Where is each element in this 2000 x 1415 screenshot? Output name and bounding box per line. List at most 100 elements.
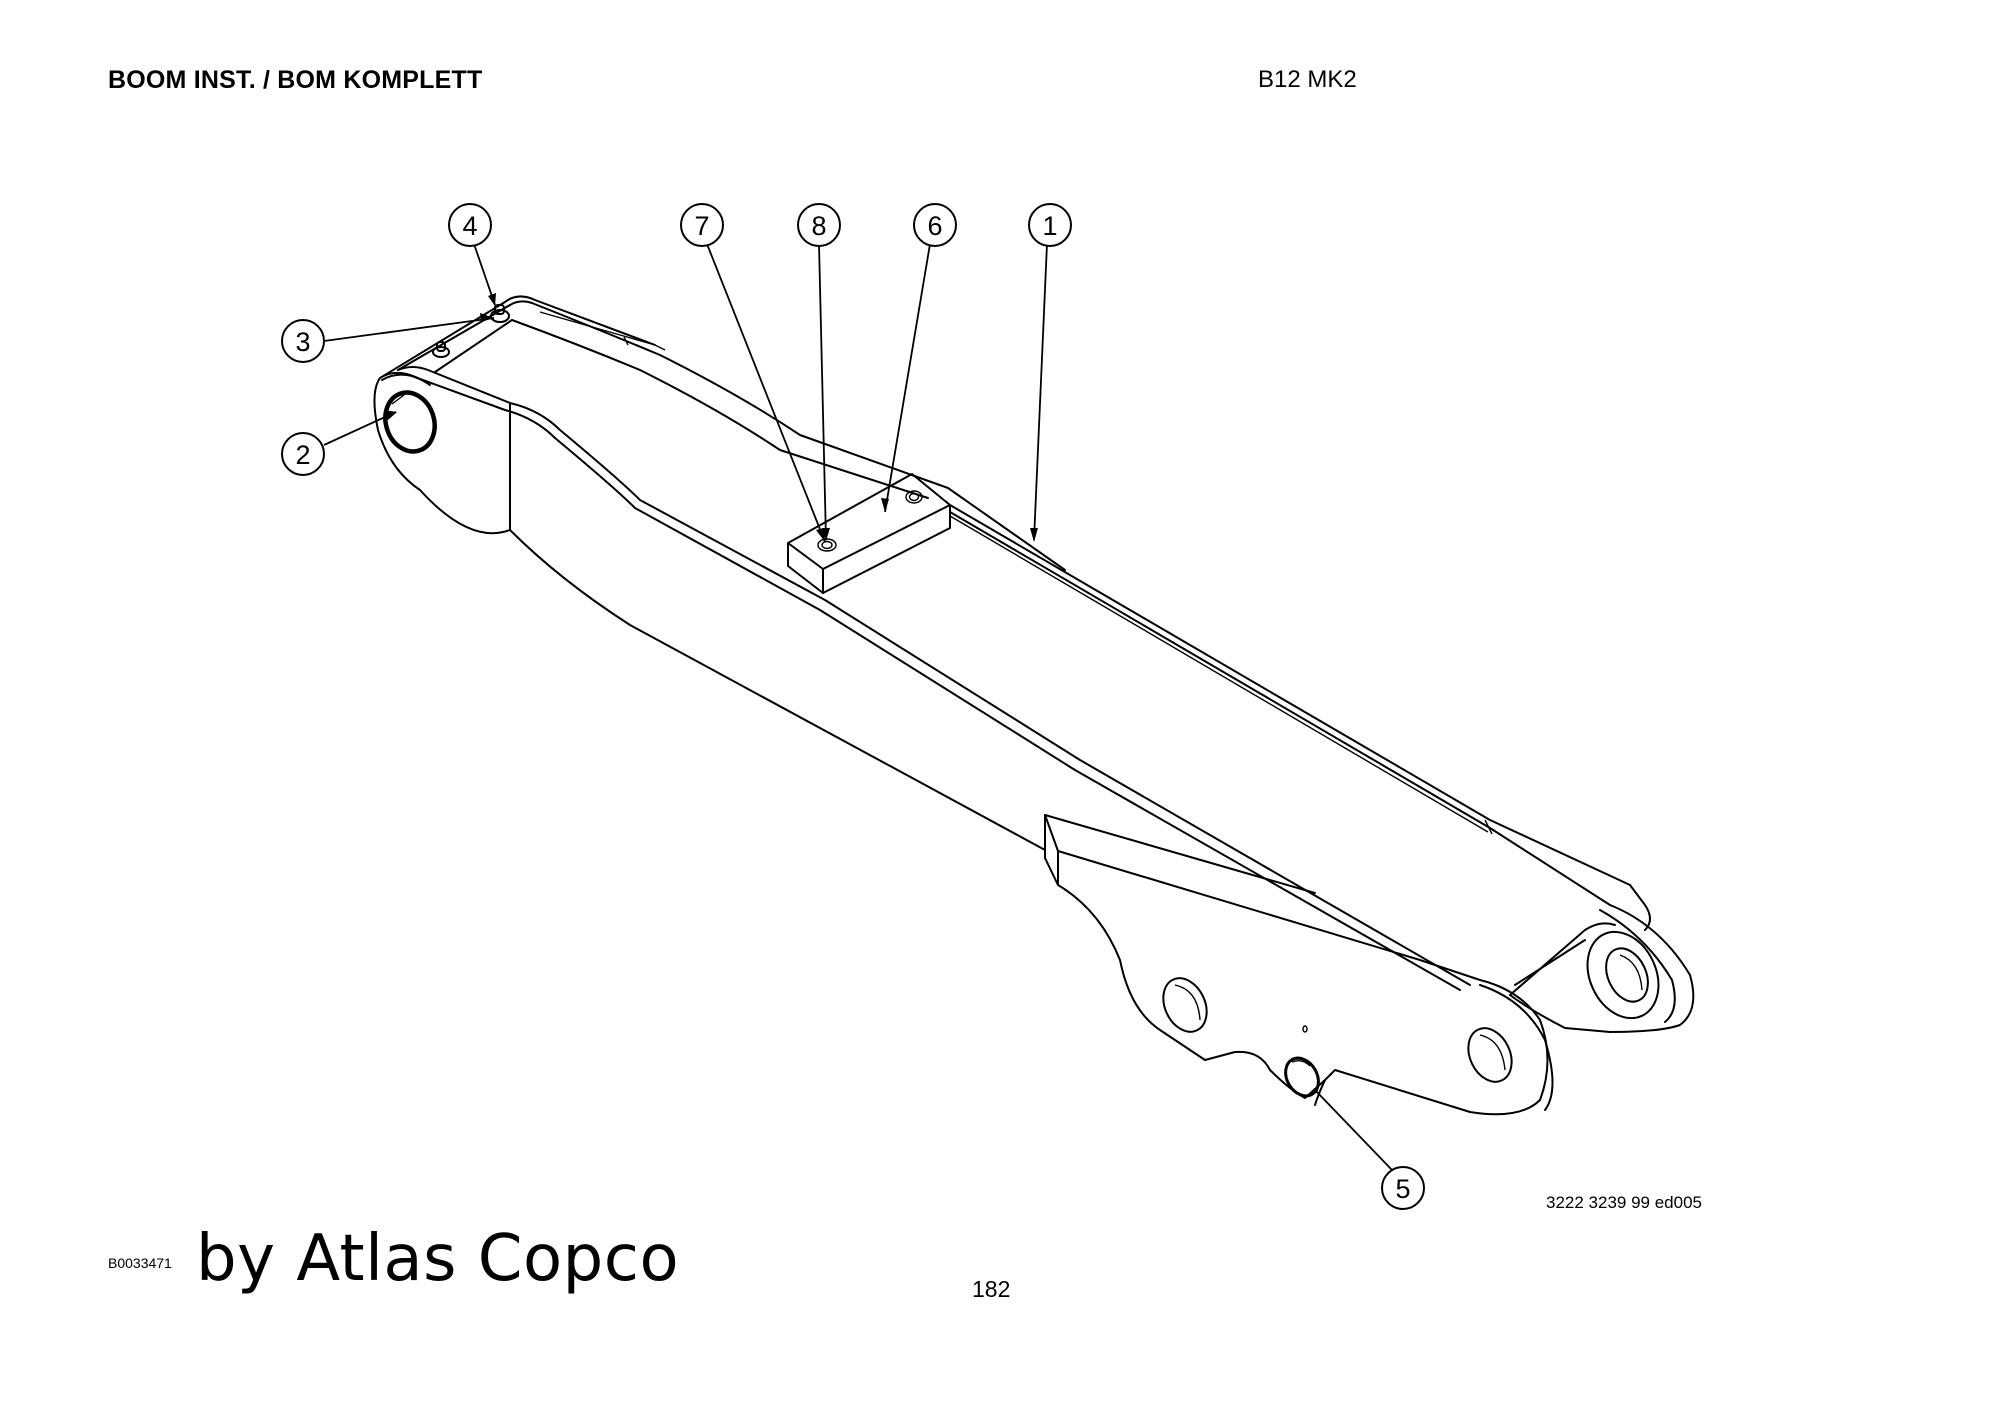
boom-body — [373, 295, 1631, 991]
rear-top-plate-edge — [434, 319, 513, 373]
front-eye-hole-inner — [1619, 954, 1643, 991]
bracket-hole-right-inner — [1479, 1034, 1506, 1071]
callout-7-circle — [680, 203, 724, 247]
bracket-plate-thickness — [1479, 984, 1554, 1111]
rear-end-face-edge — [397, 366, 511, 404]
callout-5[interactable]: 5 — [1381, 1166, 1425, 1210]
front-eye-outer — [1509, 904, 1695, 1033]
block-hole-left-inner — [821, 540, 833, 550]
bracket-wedge — [1044, 814, 1059, 886]
front-top-rail-end — [1629, 884, 1651, 931]
callout-1-label: 1 — [1042, 211, 1057, 241]
bracket-hole-left — [1162, 977, 1208, 1033]
brand-watermark: by Atlas Copco — [196, 1222, 680, 1296]
grease-nipples — [432, 304, 510, 358]
grease-nipple-1-base — [490, 309, 510, 323]
document-code: 3222 3239 99 ed005 — [1546, 1193, 1702, 1212]
lower-bushing-inner — [1291, 1059, 1311, 1067]
callout-3-label: 3 — [295, 327, 310, 357]
callout-7-label: 7 — [694, 211, 709, 241]
callout-6-label: 6 — [927, 211, 942, 241]
callout-1-circle — [1028, 203, 1072, 247]
grease-nipple-1-stem — [494, 304, 505, 315]
grease-nipple-2-base — [432, 346, 450, 358]
stop-block-front — [787, 542, 824, 594]
callout-6[interactable]: 6 — [913, 203, 957, 247]
front-eye-hole — [1605, 947, 1649, 1003]
top-rail-inner — [511, 319, 929, 499]
top-rail-tick — [623, 336, 629, 346]
long-top-rail-inner — [949, 511, 1491, 829]
leader-8 — [818, 243, 827, 541]
arrow-6 — [881, 498, 889, 512]
rear-end-face-edge-2 — [381, 373, 506, 411]
callout-4-label: 4 — [462, 211, 477, 241]
bracket-wedge-top — [1044, 814, 1316, 894]
block-hole-left — [817, 538, 837, 552]
block-hole-right — [905, 490, 923, 504]
bracket-hole-left-inner — [1174, 984, 1201, 1021]
front-eye-mid — [1599, 909, 1676, 1023]
arrow-7 — [816, 528, 825, 542]
front-eye-boss — [1586, 930, 1660, 1020]
callout-6-circle — [913, 203, 957, 247]
arrow-4 — [488, 293, 496, 306]
arrow-1 — [1030, 528, 1038, 542]
callout-3-circle — [281, 319, 325, 363]
leader-6 — [884, 243, 931, 513]
arrow-2 — [384, 410, 397, 420]
bracket-wedge-bottom — [1057, 850, 1421, 961]
page-number: 182 — [972, 1276, 1011, 1302]
callout-4-circle — [448, 203, 492, 247]
lower-bushing-ring — [1284, 1056, 1320, 1098]
long-top-rail-inner-2 — [949, 515, 1489, 833]
leader-lines — [323, 243, 1393, 1171]
top-rail-outer — [531, 302, 1066, 571]
model-label: B12 MK2 — [1258, 66, 1357, 93]
top-rail-seam — [539, 311, 666, 351]
block-hole-right-inner — [908, 492, 920, 502]
stop-block-top — [787, 473, 951, 570]
image-id: B0033471 — [108, 1255, 172, 1271]
leader-5 — [1314, 1089, 1393, 1171]
long-top-rail-outer — [949, 504, 1631, 886]
stop-block-side — [822, 504, 951, 594]
front-eye-rib-2 — [1514, 939, 1586, 986]
front-eye — [1509, 884, 1695, 1033]
lower-bracket — [1044, 814, 1554, 1116]
callout-1[interactable]: 1 — [1028, 203, 1072, 247]
bracket-plate-outline — [1057, 884, 1549, 1116]
callout-2[interactable]: 2 — [281, 432, 325, 476]
arrow-8 — [822, 528, 830, 541]
leader-7 — [706, 243, 826, 543]
callout-8[interactable]: 8 — [797, 203, 841, 247]
bracket-hole-right — [1467, 1027, 1513, 1083]
front-top-edge — [1489, 827, 1611, 906]
lower-bracket-bushing — [1284, 1056, 1320, 1098]
rear-end-top-edge — [397, 300, 533, 371]
bracket-small-hole — [1302, 1025, 1308, 1033]
callout-4[interactable]: 4 — [448, 203, 492, 247]
web-top-inner — [504, 409, 1461, 991]
callout-5-label: 5 — [1395, 1174, 1410, 1204]
rear-pivot-bushing — [383, 390, 437, 454]
bushing-ring — [383, 390, 437, 454]
callout-5-circle — [1381, 1166, 1425, 1210]
long-top-rail-joint — [1484, 819, 1493, 835]
callout-3[interactable]: 3 — [281, 319, 325, 363]
callout-8-circle — [797, 203, 841, 247]
boom-bottom-edge — [419, 489, 1046, 851]
leader-1 — [1033, 243, 1048, 541]
page-title: BOOM INST. / BOM KOMPLETT — [108, 66, 483, 94]
bushing-inner-edge — [391, 394, 405, 405]
callout-7[interactable]: 7 — [680, 203, 724, 247]
stop-block — [787, 473, 951, 594]
callout-2-label: 2 — [295, 440, 310, 470]
callout-2-circle — [281, 432, 325, 476]
leader-2 — [323, 411, 397, 446]
arrow-3 — [480, 313, 494, 322]
front-eye-rib — [1509, 922, 1616, 996]
callout-8-label: 8 — [811, 211, 826, 241]
web-top-outer — [509, 402, 1471, 986]
